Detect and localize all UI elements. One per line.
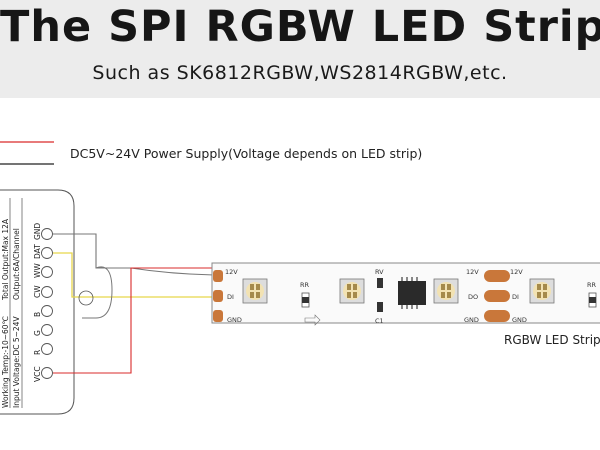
terminal-label-b: B <box>33 312 42 317</box>
resistor-rr-2-body <box>589 297 596 303</box>
ic-chip <box>398 281 426 305</box>
pad-di-left <box>213 290 223 302</box>
terminal-screw-vcc <box>41 367 53 379</box>
pad-12v-mid <box>484 270 510 282</box>
led-chip-1 <box>242 278 268 304</box>
vcc-wire <box>53 267 214 374</box>
terminal-label-gnd: GND <box>33 223 42 240</box>
data-wire <box>53 252 214 298</box>
page-subtitle: Such as SK6812RGBW,WS2814RGBW,etc. <box>92 62 508 84</box>
led-chip-3 <box>433 278 459 304</box>
terminal-label-vcc: VCC <box>33 366 42 382</box>
led-strip: 12V DI GND RR RV C1 <box>211 262 600 326</box>
led-chip-4 <box>529 278 555 304</box>
spec-working-temp: Working Temp:-10~60℃ <box>1 316 10 408</box>
strip-label: RGBW LED Strip <box>504 333 600 347</box>
terminal-screw-r <box>41 343 53 355</box>
controller: Input Voltage:DC 5~24V Output:6A/Channel… <box>0 189 75 415</box>
page-title: The SPI RGBW LED Strip <box>0 2 600 52</box>
resistor-rv <box>377 278 383 288</box>
pad-label-12v-mid: 12V <box>466 268 479 276</box>
capacitor-c1 <box>377 302 383 312</box>
pad-label-gnd-mid: GND <box>464 316 479 324</box>
spec-output: Output:6A/Channel <box>12 228 21 300</box>
led-chip-2 <box>339 278 365 304</box>
label-c1: C1 <box>375 317 384 325</box>
terminal-screw-b <box>41 305 53 317</box>
pad-label-di-left: DI <box>227 293 234 301</box>
terminal-screw-gnd <box>41 228 53 240</box>
pad-label-gnd-left: GND <box>227 316 242 324</box>
spec-input-voltage: Input Voltage:DC 5~24V <box>12 316 21 408</box>
pad-label-12v-right: 12V <box>510 268 523 276</box>
pad-gnd-left <box>213 310 223 322</box>
terminal-screw-g <box>41 324 53 336</box>
pad-label-gnd-right: GND <box>512 316 527 324</box>
label-rr-2: RR <box>587 281 597 289</box>
wire-bundle <box>82 266 113 319</box>
pad-label-12v-left: 12V <box>225 268 238 276</box>
title-banner <box>0 0 600 98</box>
pad-gnd-mid <box>484 310 510 322</box>
terminal-screw-dat <box>41 247 53 259</box>
terminal-label-g: G <box>33 330 42 336</box>
terminal-screw-cw <box>41 286 53 298</box>
terminal-label-dat: DAT <box>33 244 42 259</box>
wire-loop <box>78 290 94 306</box>
terminal-screw-ww <box>41 266 53 278</box>
pad-12v-left <box>213 270 223 282</box>
terminal-label-ww: WW <box>33 263 42 278</box>
label-rv: RV <box>375 268 384 276</box>
direction-arrow-1 <box>304 314 321 326</box>
spec-total-output: Total Output:Max 12A <box>1 218 10 301</box>
resistor-rr-1-body <box>302 297 309 303</box>
power-supply-label: DC5V~24V Power Supply(Voltage depends on… <box>70 146 423 161</box>
terminal-label-r: R <box>33 350 42 355</box>
pad-label-do-mid: DO <box>468 293 478 301</box>
pad-label-di-right: DI <box>512 293 519 301</box>
gnd-wire <box>53 233 215 276</box>
label-rr-1: RR <box>300 281 310 289</box>
terminal-label-cw: CW <box>33 285 42 298</box>
pad-data-mid <box>484 290 510 302</box>
